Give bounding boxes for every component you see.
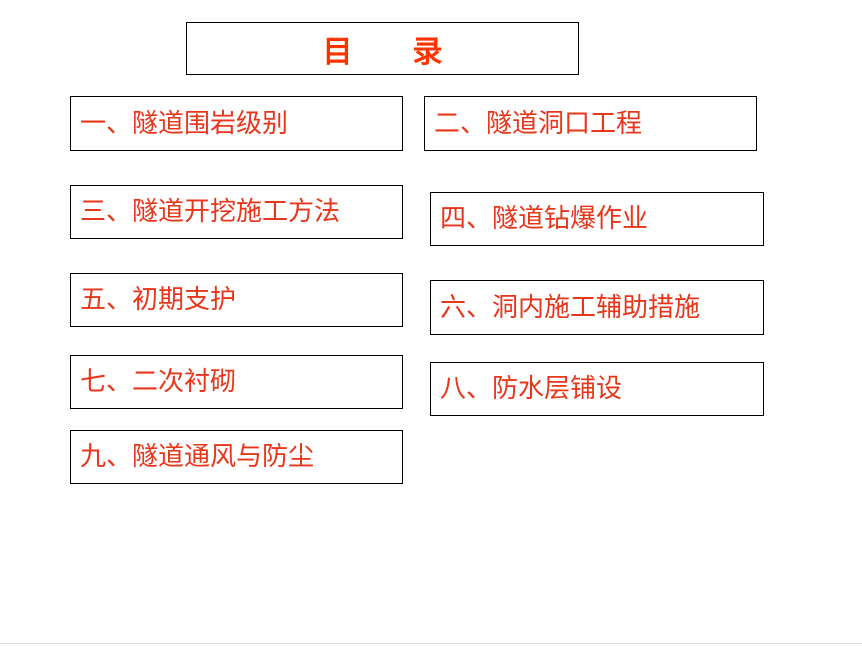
slide-bottom-divider bbox=[0, 643, 862, 644]
toc-item-label: 九、隧道通风与防尘 bbox=[80, 442, 315, 472]
toc-item-label: 一、隧道围岩级别 bbox=[80, 108, 289, 139]
toc-item-4[interactable]: 四、隧道钻爆作业 bbox=[430, 192, 764, 246]
toc-item-label: 五、初期支护 bbox=[80, 285, 237, 315]
toc-item-9[interactable]: 九、隧道通风与防尘 bbox=[70, 430, 403, 484]
toc-item-label: 八、防水层铺设 bbox=[440, 374, 623, 404]
toc-item-2[interactable]: 二、隧道洞口工程 bbox=[424, 96, 757, 151]
toc-item-8[interactable]: 八、防水层铺设 bbox=[430, 362, 764, 416]
toc-item-5[interactable]: 五、初期支护 bbox=[70, 273, 403, 327]
toc-item-label: 三、隧道开挖施工方法 bbox=[80, 197, 341, 227]
toc-item-label: 七、二次衬砌 bbox=[80, 367, 237, 397]
toc-item-label: 二、隧道洞口工程 bbox=[434, 108, 643, 139]
page-title: 目 录 bbox=[322, 34, 443, 70]
toc-item-7[interactable]: 七、二次衬砌 bbox=[70, 355, 403, 409]
toc-item-1[interactable]: 一、隧道围岩级别 bbox=[70, 96, 403, 151]
toc-item-label: 四、隧道钻爆作业 bbox=[440, 204, 649, 234]
title-box: 目 录 bbox=[186, 22, 579, 75]
toc-item-3[interactable]: 三、隧道开挖施工方法 bbox=[70, 185, 403, 239]
toc-item-6[interactable]: 六、洞内施工辅助措施 bbox=[430, 280, 764, 335]
toc-item-label: 六、洞内施工辅助措施 bbox=[440, 292, 701, 323]
